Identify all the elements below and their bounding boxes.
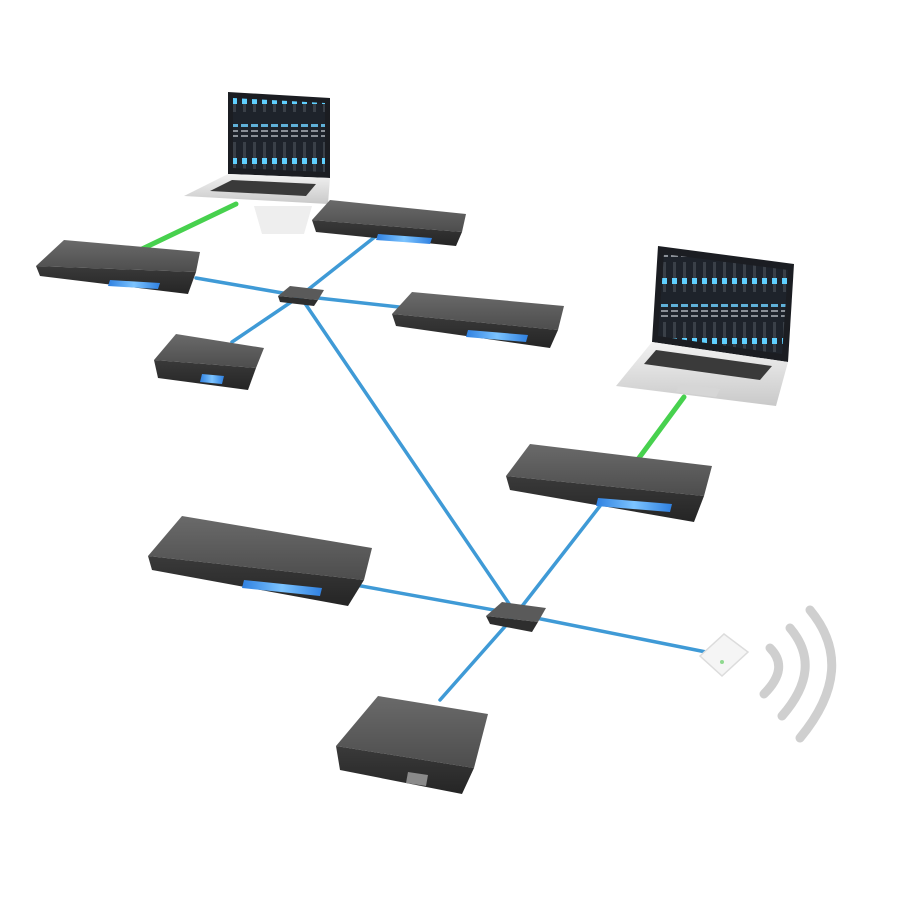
cables (139, 201, 708, 702)
wifi-signal-icon (759, 605, 837, 743)
usb-cable-laptop-right (633, 394, 687, 465)
device-top (148, 516, 372, 580)
switch-top (278, 286, 324, 300)
laptop-trackpad (676, 384, 720, 397)
device-top (506, 444, 712, 496)
device-led (596, 498, 672, 512)
laptop-keyboard (210, 180, 316, 196)
desktop-unit-icon (336, 696, 488, 794)
device-top (392, 292, 564, 330)
rack-unit-icon (506, 444, 712, 522)
ethernet-cable (514, 612, 708, 654)
ethernet-cable (230, 294, 302, 344)
device-led (466, 330, 528, 342)
switch-top (486, 602, 546, 622)
device-top (36, 240, 200, 272)
rack-unit-icon (392, 292, 564, 348)
usb-cable-laptop-top (139, 201, 239, 252)
device-led (108, 280, 160, 289)
switch-front (278, 296, 318, 306)
network-switch-icon (278, 286, 324, 306)
wifi-access-point-icon (698, 633, 750, 678)
laptop-icon (184, 92, 330, 234)
rack-unit-icon (36, 240, 200, 294)
laptop-stand (254, 206, 312, 234)
access-point-body (698, 633, 750, 678)
ethernet-cable (298, 294, 518, 616)
access-point-led (720, 660, 724, 664)
desktop-unit-icon (154, 334, 264, 390)
laptop-screen (658, 254, 788, 354)
device-port (406, 772, 428, 786)
device-top (312, 200, 466, 232)
laptop-icon (616, 246, 794, 406)
ethernet-cable (348, 582, 518, 616)
ethernet-cable (438, 612, 518, 702)
device-top (154, 334, 264, 368)
switch-front (486, 616, 538, 632)
laptop-screen (233, 98, 325, 172)
device-led (242, 580, 322, 596)
ethernet-cable (303, 234, 378, 294)
device-led (200, 374, 224, 384)
device-front (336, 746, 474, 794)
rack-unit-icon (148, 516, 372, 606)
device-top (336, 696, 488, 768)
ethernet-cable (514, 504, 602, 616)
network-switch-icon (486, 602, 546, 632)
device-led (376, 234, 432, 244)
laptop-keyboard (644, 350, 772, 380)
rack-unit-icon (312, 200, 466, 246)
